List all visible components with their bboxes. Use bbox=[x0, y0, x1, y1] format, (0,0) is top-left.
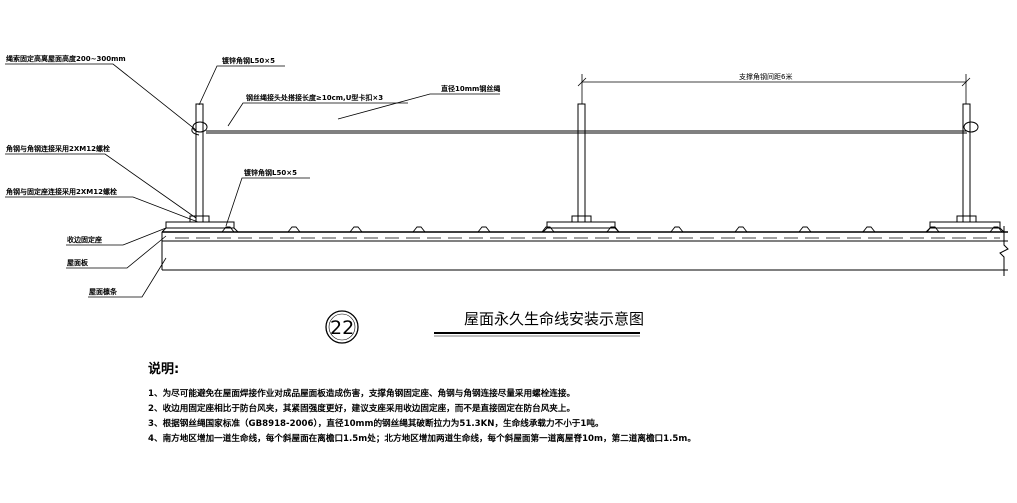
diagram-number-circle bbox=[325, 310, 359, 344]
roof-panel-label: 屋面板 bbox=[67, 258, 89, 267]
base-plates bbox=[161, 221, 1005, 233]
angle-bolt-label: 角钢与角钢连接采用2XM12螺栓 bbox=[6, 144, 110, 153]
leader-lines bbox=[5, 63, 500, 298]
note-item-3: 3、根据钢丝绳国家标准（GB8918-2006），直径10mm的钢丝绳其破断拉力… bbox=[148, 419, 604, 429]
roof-slab bbox=[161, 226, 1009, 276]
support-spacing-label: 支撑角钢间距6米 bbox=[739, 72, 792, 81]
diagram-title: 屋面永久生命线安装示意图 bbox=[464, 310, 644, 328]
note-item-4: 4、南方地区增加一道生命线，每个斜屋面在离檐口1.5m处；北方地区增加两道生命线… bbox=[148, 434, 696, 444]
note-item-1: 1、为尽可能避免在屋面焊接作业对成品屋面板造成伤害，支撑角钢固定座、角钢与角钢连… bbox=[148, 389, 576, 399]
base-bolt-label: 角钢与固定座连接采用2XM12螺栓 bbox=[6, 187, 117, 196]
rope-height-label: 绳索固定高离屋面高度200~300mm bbox=[6, 54, 126, 63]
steel-wire-rope bbox=[191, 121, 979, 136]
note-item-2: 2、收边用固定座相比于防台风夹，其紧固强度更好，建议支座采用收边固定座，而不是直… bbox=[148, 404, 576, 414]
spacing-dimension bbox=[577, 74, 971, 104]
angle-steel-mid-label: 镀锌角钢L50×5 bbox=[244, 168, 297, 177]
diagram-number: 22 bbox=[330, 317, 354, 339]
clamp-note-label: 钢丝绳接头处搭接长度≥10cm,U型卡扣×3 bbox=[246, 93, 383, 102]
fixed-base-label: 收边固定座 bbox=[67, 235, 102, 244]
notes-section: 说明: 1、为尽可能避免在屋面焊接作业对成品屋面板造成伤害，支撑角钢固定座、角钢… bbox=[148, 358, 1008, 447]
roof-purlin-label: 屋面檩条 bbox=[89, 287, 118, 296]
angle-steel-top-label: 镀锌角钢L50×5 bbox=[222, 56, 275, 65]
notes-heading: 说明: bbox=[148, 362, 180, 377]
rope-diameter-label: 直径10mm钢丝绳 bbox=[441, 84, 500, 93]
support-posts bbox=[189, 103, 977, 223]
